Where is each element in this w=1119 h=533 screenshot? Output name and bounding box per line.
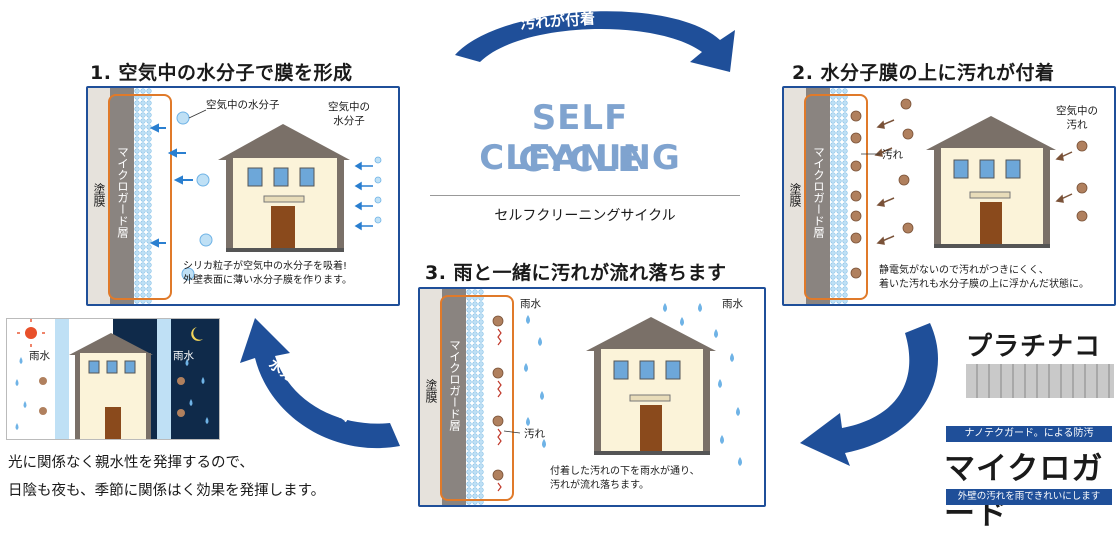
center-divider <box>430 195 740 196</box>
guard-layer <box>442 289 466 505</box>
daynight-rain-left: 雨水 <box>29 350 50 362</box>
step1-graphics <box>149 109 382 281</box>
daynight-panel: 雨水 雨水 <box>6 318 220 440</box>
step2-callout-dirt: 汚れ <box>882 149 903 161</box>
step3-panel: 塗膜 マイクロガード層 雨水 雨 <box>418 287 766 507</box>
step2-callout-air: 空気中の 汚れ <box>1056 105 1098 131</box>
bottom-text-line1: 光に関係なく親水性を発揮するので、 <box>8 455 254 471</box>
water-film <box>134 88 152 304</box>
guard-layer-label: マイクロガード層 <box>116 146 130 238</box>
daynight-graphics <box>7 319 219 439</box>
step1-title: 1. 空気中の水分子で膜を形成 <box>90 62 353 84</box>
water-film <box>830 88 848 304</box>
arrow-top <box>455 11 735 72</box>
daynight-rain-right: 雨水 <box>173 350 194 362</box>
step2-panel: 塗膜 マイクロガード層 汚れ 空気中の 汚れ 静電気がないので <box>782 86 1116 306</box>
coating-strip <box>420 289 442 505</box>
guard-layer-label: マイクロガード層 <box>812 146 826 238</box>
orange-frame <box>108 94 172 300</box>
guard-layer-label: マイクロガード層 <box>448 339 462 431</box>
coating-strip <box>88 88 110 304</box>
step3-rain-left: 雨水 <box>520 298 541 310</box>
step3-callout-dirt: 汚れ <box>524 428 545 440</box>
center-title-line1: SELF CLEANING <box>479 98 681 178</box>
brand-microguard: マイクロガード <box>944 451 1104 532</box>
coating-strip <box>784 88 806 304</box>
step1-callout-molecule: 空気中の水分子 <box>206 99 280 111</box>
brand-footer: 外壁の汚れを雨できれいにします <box>946 489 1112 505</box>
step2-caption: 静電気がないので汚れがつきにくく、 着いた汚れも水分子膜の上に浮かんだ状態に。 <box>879 265 1089 290</box>
orange-frame <box>804 94 868 300</box>
orange-frame <box>440 295 514 501</box>
guard-layer <box>110 88 134 304</box>
water-film <box>466 289 484 505</box>
step3-caption: 付着した汚れの下を雨水が通り、 汚れが流れ落ちます。 <box>550 466 700 491</box>
step2-title: 2. 水分子膜の上に汚れが付着 <box>792 62 1055 84</box>
coating-label: 塗膜 <box>424 379 438 403</box>
step3-title: 3. 雨と一緒に汚れが流れ落ちます <box>425 262 727 284</box>
center-subtitle: セルフクリーニングサイクル <box>494 208 676 224</box>
step3-graphics <box>492 303 742 492</box>
step1-callout-air: 空気中の 水分子 <box>328 101 370 127</box>
bottom-text-line2: 日陰も夜も、季節に関係はく効果を発揮します。 <box>8 483 326 499</box>
brand-stripe <box>966 364 1114 398</box>
coating-label: 塗膜 <box>92 183 106 207</box>
coating-label: 塗膜 <box>788 183 802 207</box>
step1-panel: 塗膜 マイクロガード層 <box>86 86 400 306</box>
center-title-line2: CYCLE <box>518 140 642 180</box>
arrow-left <box>240 318 400 449</box>
step2-graphics <box>850 98 1088 279</box>
step1-caption: シリカ粒子が空気中の水分子を吸着! 外壁表面に薄い水分子膜を作ります。 <box>183 261 352 286</box>
step3-rain-right: 雨水 <box>722 298 743 310</box>
brand-nano-label: ナノテクガード。による防汚 <box>946 426 1112 442</box>
arrow-right <box>800 323 939 466</box>
guard-layer <box>806 88 830 304</box>
